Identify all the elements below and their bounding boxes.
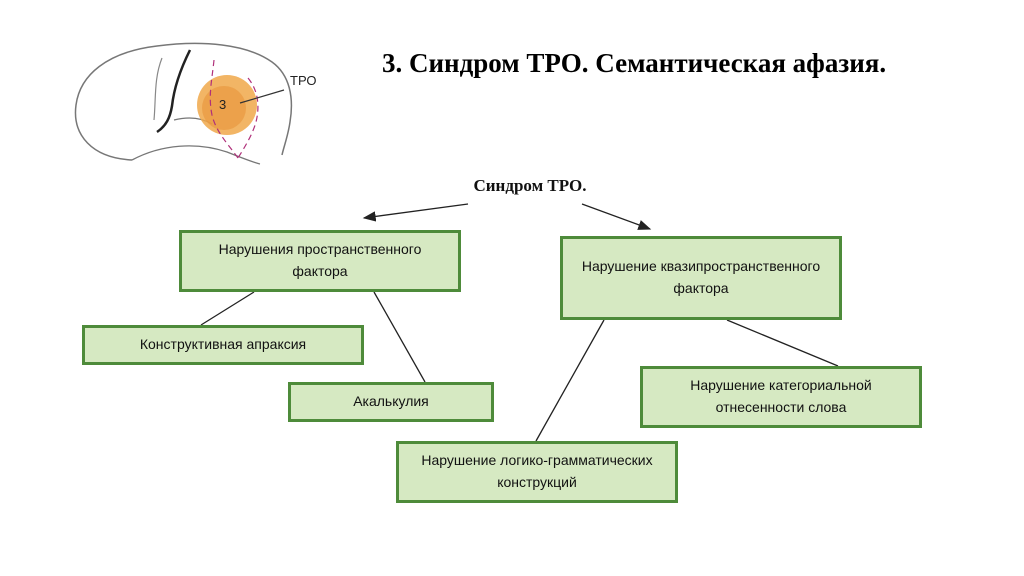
connector-quasi-logico [536,320,604,441]
node-constructive-apraxia-label: Конструктивная апраксия [140,334,306,356]
node-spatial-factor-label: Нарушения пространственного фактора [190,239,450,282]
node-spatial-factor: Нарушения пространственного фактора [179,230,461,292]
node-categorial-attribution: Нарушение категориальной отнесенности сл… [640,366,922,428]
arrow-to-spatial [364,204,468,218]
connector-quasi-categorial [727,320,838,366]
node-categorial-attribution-label: Нарушение категориальной отнесенности сл… [651,375,911,418]
connector-spatial-apraxia [201,292,254,325]
node-constructive-apraxia: Конструктивная апраксия [82,325,364,365]
node-quasi-spatial-factor: Нарушение квазипространственного фактора [560,236,842,320]
node-logico-grammatical: Нарушение логико-грамматических конструк… [396,441,678,503]
arrow-to-quasi [582,204,650,229]
node-acalculia-label: Акалькулия [353,391,429,413]
node-acalculia: Акалькулия [288,382,494,422]
node-logico-grammatical-label: Нарушение логико-грамматических конструк… [407,450,667,493]
connector-spatial-acalculia [374,292,425,382]
node-quasi-spatial-factor-label: Нарушение квазипространственного фактора [571,256,831,299]
